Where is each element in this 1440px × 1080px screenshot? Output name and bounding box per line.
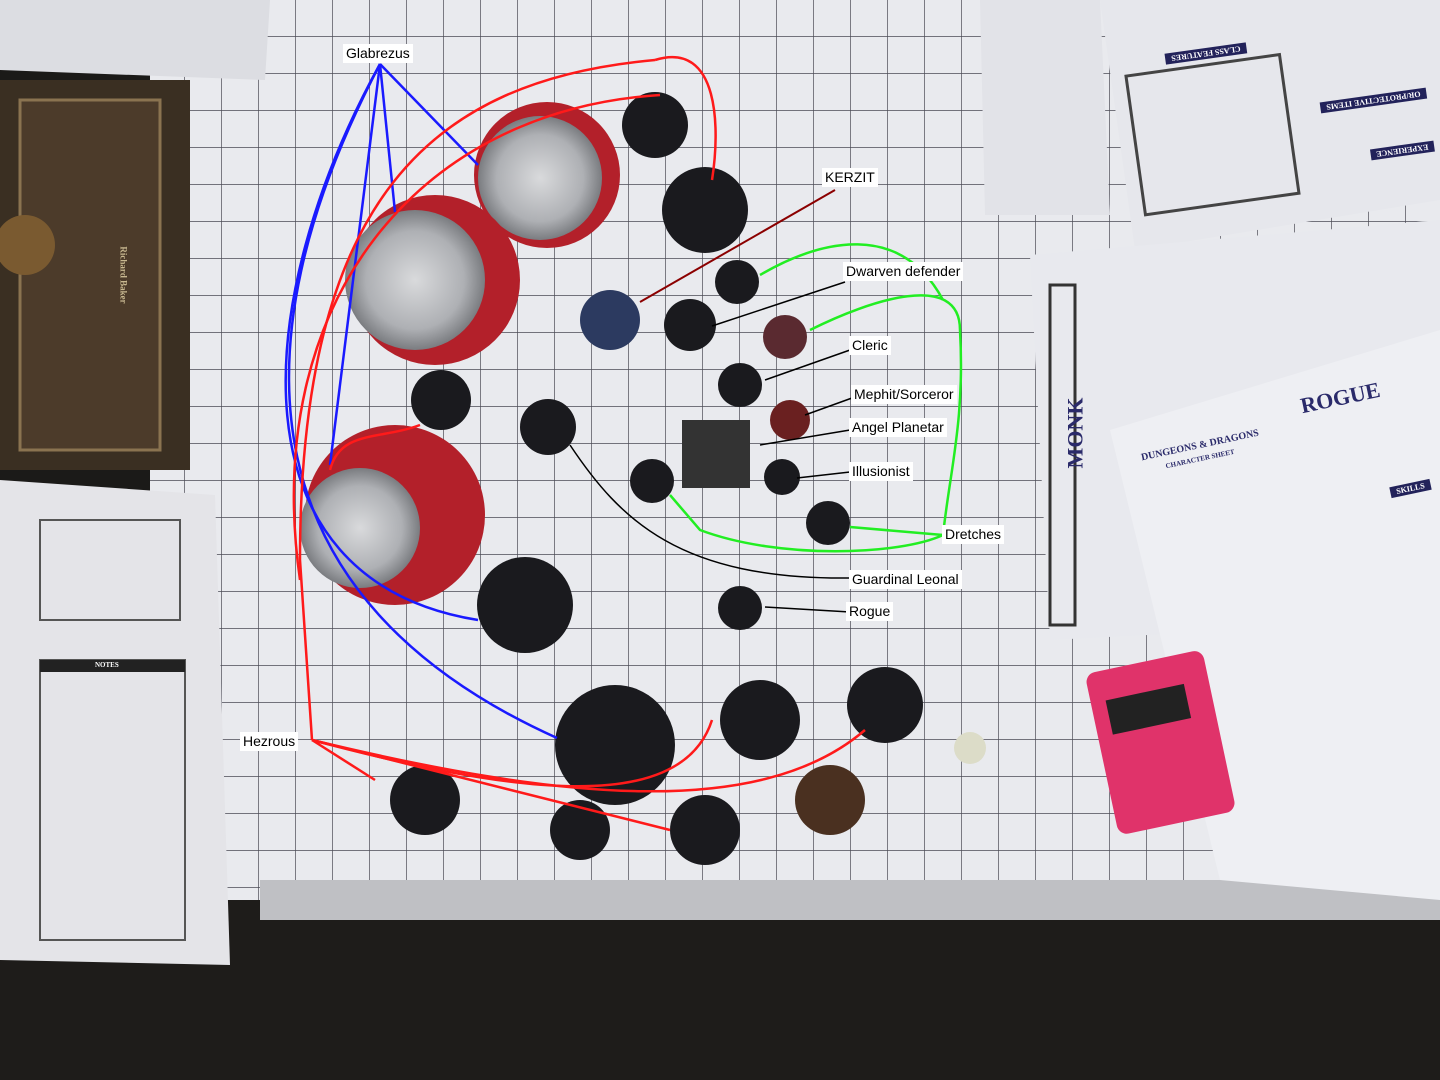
monk-title: MONK	[1062, 397, 1088, 469]
label-hezrous: Hezrous	[240, 732, 299, 751]
pointer-lines	[569, 281, 853, 613]
label-dretches: Dretches	[942, 525, 1005, 544]
notes-header: NOTES	[95, 661, 119, 669]
label-glabrezus: Glabrezus	[343, 44, 413, 63]
label-guardinal-leonal: Guardinal Leonal	[849, 570, 962, 589]
label-illusionist: Illusionist	[849, 462, 913, 481]
label-mephit-sorceror: Mephit/Sorceror	[851, 385, 957, 404]
label-kerzit: KERZIT	[822, 168, 878, 187]
label-angel-planetar: Angel Planetar	[849, 418, 947, 437]
label-dwarven-defender: Dwarven defender	[843, 262, 964, 281]
glabrezu-lines	[284, 63, 558, 740]
hezrou-lines	[292, 56, 866, 832]
label-rogue: Rogue	[846, 602, 894, 621]
book-author: Richard Baker	[118, 246, 129, 304]
character-sheet-top	[980, 0, 1110, 215]
soda-cans	[300, 102, 620, 605]
kerzit-line	[639, 189, 836, 303]
miniatures	[390, 92, 986, 865]
label-cleric: Cleric	[849, 336, 891, 355]
character-sheet-class-features	[1100, 0, 1440, 250]
character-sheet-left	[0, 480, 230, 965]
